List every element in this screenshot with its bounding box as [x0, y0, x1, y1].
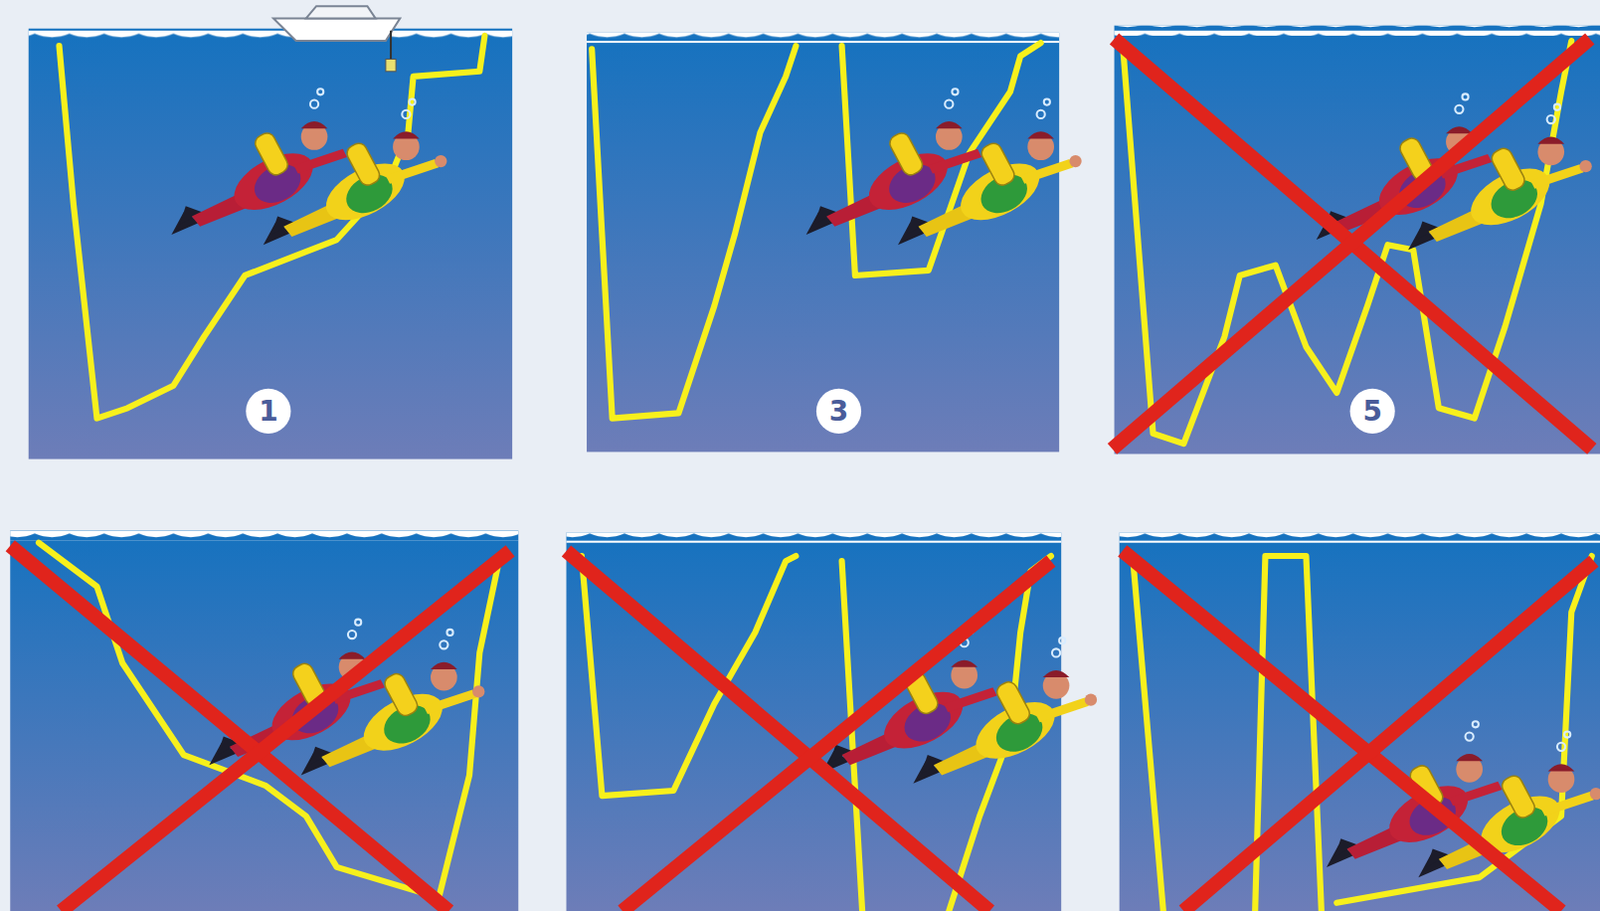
number-disc — [245, 388, 1395, 434]
callout-number: 5 — [1362, 397, 1382, 426]
sea-panels — [9, 25, 1600, 911]
callout-number: 3 — [829, 397, 849, 426]
boat — [273, 5, 400, 72]
callout-number: 1 — [258, 397, 278, 426]
red-cross — [9, 38, 1595, 911]
water-surface — [9, 25, 1600, 543]
dive-profile — [38, 35, 1593, 911]
